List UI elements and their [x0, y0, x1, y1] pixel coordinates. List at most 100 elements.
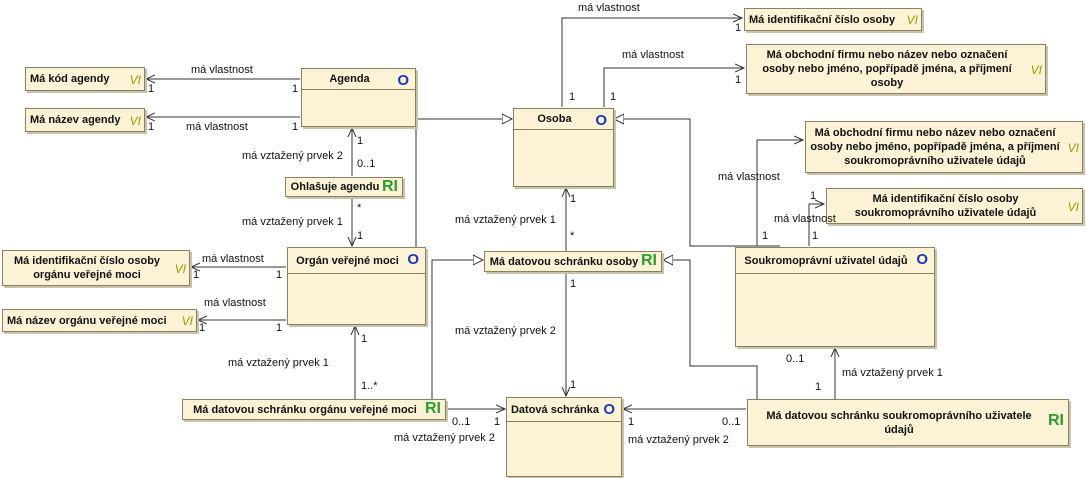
edge-label-vlastnost: má vlastnost	[191, 64, 253, 76]
attr-ic-organu-label: Má identifikační číslo osoby orgánu veře…	[13, 255, 161, 281]
edge-label-prvek: má vztažený prvek 1	[842, 367, 943, 379]
multiplicity-label: 0..1	[722, 416, 741, 428]
class-soukr-title: Soukromoprávní uživatel údajů	[736, 248, 934, 274]
edge-label-prvek: má vztažený prvek 1	[242, 216, 343, 228]
edge-label-vlastnost: má vlastnost	[578, 2, 640, 14]
multiplicity-label: 1	[570, 379, 577, 391]
class-organ[interactable]: Orgán veřejné moci O	[287, 247, 426, 325]
ri-stereotype-icon: RI	[1048, 412, 1064, 429]
vi-stereotype-icon: VI	[181, 314, 193, 328]
o-stereotype-icon: O	[916, 251, 928, 268]
vi-stereotype-icon: VI	[1030, 63, 1042, 77]
o-stereotype-icon: O	[407, 251, 419, 268]
edge-label-prvek: má vztažený prvek 1	[228, 357, 329, 369]
edge-soukr-nazev	[756, 140, 803, 246]
class-osoba-title: Osoba	[514, 109, 613, 130]
multiplicity-label: 1	[628, 416, 635, 428]
multiplicity-label: *	[357, 202, 362, 214]
o-stereotype-icon: O	[603, 401, 615, 418]
ri-stereotype-icon: RI	[382, 178, 398, 195]
multiplicity-label: 1	[570, 278, 577, 290]
edge-dssoukr-dsosoby	[663, 260, 758, 399]
multiplicity-label: *	[570, 230, 575, 242]
edge-label-prvek: má vztažený prvek 2	[455, 325, 556, 337]
class-osoba[interactable]: Osoba O	[513, 108, 614, 187]
multiplicity-label: 1	[815, 381, 822, 393]
multiplicity-label: 1	[148, 83, 155, 95]
class-datova[interactable]: Datová schránka O	[506, 397, 622, 477]
vi-stereotype-icon: VI	[1067, 141, 1079, 155]
multiplicity-label: 1	[735, 74, 742, 86]
edge-label-vlastnost: má vlastnost	[774, 213, 836, 225]
o-stereotype-icon: O	[595, 112, 607, 129]
edge-label-prvek: má vztažený prvek 2	[394, 432, 495, 444]
class-soukr[interactable]: Soukromoprávní uživatel údajů O	[735, 247, 935, 347]
multiplicity-label: 0..1	[357, 158, 376, 170]
multiplicity-label: 1	[810, 190, 817, 202]
vi-stereotype-icon: VI	[129, 73, 141, 87]
edge-osoba-ic	[561, 18, 742, 107]
rel-ds-organu[interactable]: Má datovou schránku orgánu veřejné moci …	[182, 399, 446, 420]
attr-nazev-soukr-label: Má obchodní firmu nebo název nebo označe…	[810, 127, 1060, 167]
multiplicity-label: 0..1	[786, 353, 805, 365]
attr-nazev-agendy-label: Má název agendy	[30, 114, 121, 126]
multiplicity-label: 1	[361, 333, 368, 345]
o-stereotype-icon: O	[397, 72, 409, 89]
edge-label-vlastnost: má vlastnost	[186, 121, 248, 133]
multiplicity-label: 1	[199, 322, 206, 334]
class-agenda[interactable]: Agenda O	[301, 68, 416, 127]
attr-ic-organu[interactable]: Má identifikační číslo osoby orgánu veře…	[2, 250, 190, 286]
multiplicity-label: 1	[292, 121, 299, 133]
edge-label-vlastnost: má vlastnost	[622, 49, 684, 61]
multiplicity-label: 1	[148, 121, 155, 133]
ri-stereotype-icon: RI	[425, 400, 441, 417]
attr-nazev-osoby-label: Má obchodní firmu nebo název nebo označe…	[762, 49, 1012, 89]
multiplicity-label: 1	[762, 230, 769, 242]
rel-ds-soukr[interactable]: Má datovou schránku soukromoprávního uži…	[747, 399, 1069, 446]
edge-label-vlastnost: má vlastnost	[718, 171, 780, 183]
class-datova-title: Datová schránka	[507, 398, 621, 422]
edge-label-vlastnost: má vlastnost	[204, 297, 266, 309]
multiplicity-label: 1	[570, 193, 577, 205]
multiplicity-label: 1	[735, 22, 742, 34]
multiplicity-label: 1	[569, 91, 576, 103]
edge-label-prvek: má vztažený prvek 2	[242, 150, 343, 162]
attr-nazev-soukr[interactable]: Má obchodní firmu nebo název nebo označe…	[805, 121, 1083, 173]
multiplicity-label: 1	[357, 230, 364, 242]
ri-stereotype-icon: RI	[641, 252, 657, 269]
rel-ds-organu-label: Má datovou schránku orgánu veřejné moci	[193, 403, 417, 416]
rel-ohlasuje-agendu[interactable]: Ohlašuje agendu RI	[285, 177, 403, 197]
attr-nazev-organu[interactable]: Má název orgánu veřejné moci VI	[2, 309, 197, 332]
multiplicity-label: 1	[276, 269, 283, 281]
edge-label-prvek: má vztažený prvek 2	[628, 434, 729, 446]
multiplicity-label: 1	[610, 91, 617, 103]
edge-soukr-ic	[808, 204, 824, 246]
rel-ohlasuje-agendu-label: Ohlašuje agendu	[290, 181, 380, 193]
multiplicity-label: 1	[494, 416, 501, 428]
rel-ds-osoby-label: Má datovou schránku osoby	[489, 255, 639, 268]
multiplicity-label: 1..*	[361, 380, 378, 392]
class-agenda-title: Agenda	[302, 69, 415, 90]
multiplicity-label: 1	[357, 135, 364, 147]
class-organ-title: Orgán veřejné moci	[288, 248, 425, 274]
attr-ic-osoby[interactable]: Má identifikační číslo osoby VI	[744, 8, 922, 31]
attr-ic-soukr-label: Má identifikační číslo osoby soukromoprá…	[854, 193, 1037, 219]
edge-dsorganu-dsosoby	[431, 260, 483, 399]
attr-ic-soukr[interactable]: Má identifikační číslo osoby soukromoprá…	[826, 188, 1083, 224]
attr-nazev-agendy[interactable]: Má název agendy VI	[25, 108, 145, 132]
vi-stereotype-icon: VI	[906, 13, 918, 27]
edge-soukr-osoba	[614, 119, 780, 247]
multiplicity-label: 0..1	[452, 416, 471, 428]
attr-nazev-osoby[interactable]: Má obchodní firmu nebo název nebo označe…	[746, 44, 1046, 94]
attr-kod-agendy[interactable]: Má kód agendy VI	[25, 67, 145, 91]
edge-osoba-nazev	[603, 68, 744, 107]
rel-ds-osoby[interactable]: Má datovou schránku osoby RI	[484, 251, 662, 272]
rel-ds-soukr-label: Má datovou schránku soukromoprávního uži…	[766, 409, 1032, 436]
vi-stereotype-icon: VI	[1067, 200, 1079, 214]
multiplicity-label: 1	[292, 83, 299, 95]
attr-kod-agendy-label: Má kód agendy	[30, 73, 110, 85]
vi-stereotype-icon: VI	[174, 262, 186, 276]
multiplicity-label: 1	[276, 322, 283, 334]
edge-organ-osoba	[415, 119, 512, 247]
